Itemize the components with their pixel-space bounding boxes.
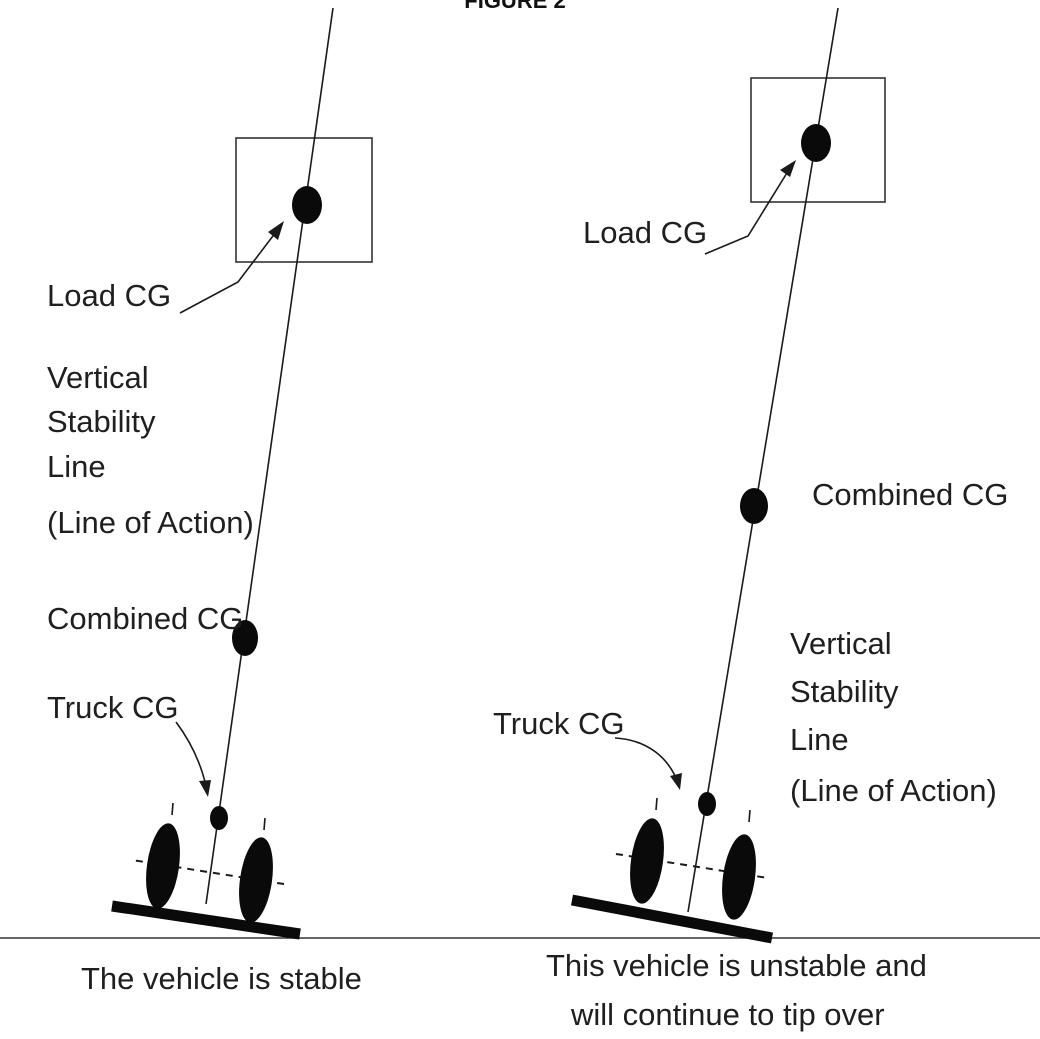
caption-left: The vehicle is stable (81, 961, 362, 996)
truck-cg-arrowhead-left (199, 780, 211, 797)
stability-label-left-3: Line (47, 449, 106, 484)
load-cg-label-left: Load CG (47, 278, 171, 313)
truck-cg-dot-left (210, 806, 228, 830)
truck-cg-label-right: Truck CG (493, 706, 624, 741)
stability-label-left-4: (Line of Action) (47, 505, 254, 540)
wheel-tick-left-b (263, 817, 266, 831)
unstable-vehicle-panel: Load CG Combined CG Vertical Stability L… (493, 7, 1008, 1032)
wheel-right-b (722, 834, 756, 920)
stable-vehicle-panel: Load CG Vertical Stability Line (Line of… (47, 7, 373, 996)
stability-label-right-1: Vertical (790, 626, 892, 661)
truck-cg-arrow-left (175, 721, 207, 787)
wheel-tick-right-b (748, 809, 751, 823)
load-cg-arrow-left (179, 227, 280, 314)
truck-cg-arrowhead-right (670, 773, 682, 790)
wheel-tick-left-a (171, 802, 174, 816)
stability-line-left (205, 7, 334, 905)
stability-label-right-2: Stability (790, 674, 899, 709)
caption-right-line-2: will continue to tip over (570, 997, 885, 1032)
wheel-right-a (630, 818, 664, 904)
truck-cg-label-left: Truck CG (47, 690, 178, 725)
base-plate-left (111, 900, 301, 940)
load-box-left (235, 137, 373, 263)
load-cg-dot-left (292, 186, 322, 224)
stability-label-right-4: (Line of Action) (790, 773, 997, 808)
stability-label-left-2: Stability (47, 404, 156, 439)
load-cg-arrow-right (704, 167, 791, 255)
stability-label-left-1: Vertical (47, 360, 149, 395)
load-box-right (750, 77, 886, 203)
load-cg-dot-right (801, 124, 831, 162)
load-cg-arrowhead-right (780, 160, 796, 177)
combined-cg-dot-right (740, 488, 768, 524)
load-cg-arrowhead-left (268, 221, 284, 240)
combined-cg-label-right: Combined CG (812, 477, 1008, 512)
combined-cg-label-left: Combined CG (47, 601, 243, 636)
caption-right-line-1: This vehicle is unstable and (546, 948, 927, 983)
wheel-tick-right-a (655, 797, 658, 811)
truck-cg-arrow-right (614, 737, 677, 779)
figure-title: FIGURE 2 (464, 0, 565, 13)
stability-label-right-3: Line (790, 722, 849, 757)
wheel-left-b (239, 837, 273, 923)
wheel-left-a (146, 823, 180, 909)
truck-cg-dot-right (698, 792, 716, 816)
base-plate-right (570, 894, 774, 944)
load-cg-label-right: Load CG (583, 215, 707, 250)
combined-cg-dot-left (232, 620, 258, 656)
